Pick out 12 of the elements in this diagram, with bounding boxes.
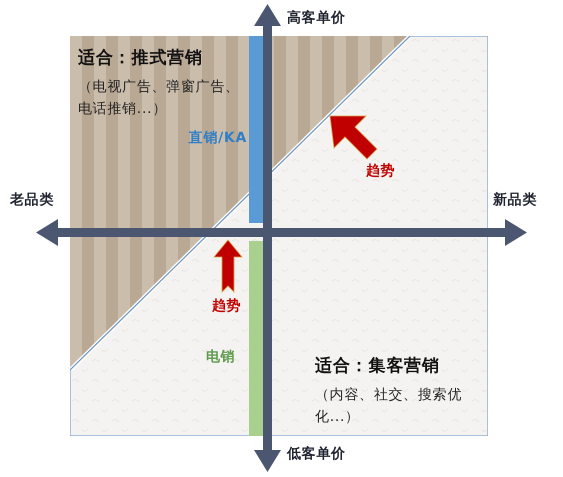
region-description: （电视广告、弹窗广告、电话推销...）	[78, 78, 241, 118]
trend-label: 趋势	[366, 162, 396, 181]
region-description: （内容、社交、搜索优化...）	[315, 386, 463, 426]
region-heading: 适合：集客营销	[315, 355, 441, 378]
trend-label: 趋势	[212, 297, 242, 316]
channel-label: 电销	[206, 348, 236, 367]
axis-label: 新品类	[493, 190, 538, 210]
channel-label: 直销/KA	[188, 129, 247, 148]
axis-label: 高客单价	[287, 8, 346, 28]
axis-label: 老品类	[10, 191, 54, 210]
axis-label: 低客单价	[287, 444, 346, 464]
region-heading: 适合：推式营销	[78, 47, 204, 70]
